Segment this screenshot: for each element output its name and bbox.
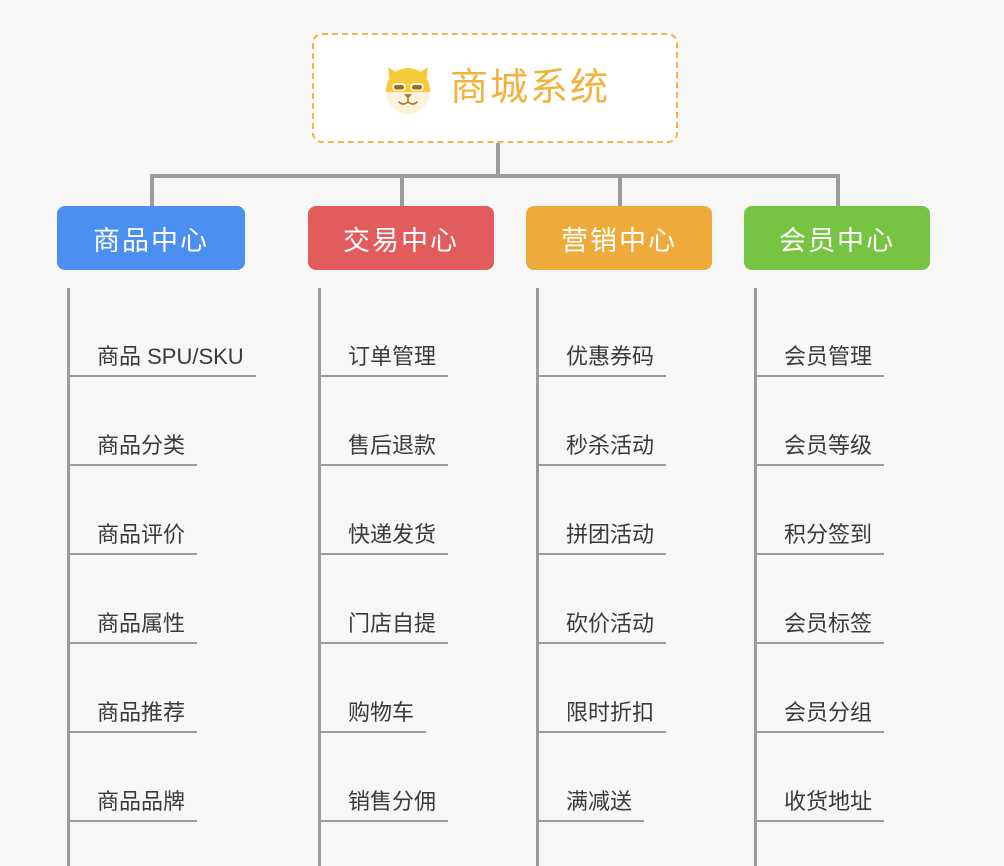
leaf-item[interactable]: 会员等级 (756, 377, 930, 466)
leaf-item[interactable]: 积分签到 (756, 466, 930, 555)
column-spine-3 (536, 288, 539, 866)
leaf-item[interactable]: 商品属性 (69, 555, 245, 644)
leaf-list-1: 商品 SPU/SKU 商品分类 商品评价 商品属性 商品推荐 商品品牌 (57, 288, 256, 866)
leaf-item[interactable]: 商品品牌 (69, 733, 245, 822)
shiba-mascot-icon (385, 67, 430, 114)
leaf-item[interactable]: 砍价活动 (538, 555, 712, 644)
leaf-label: 商品推荐 (69, 700, 198, 733)
category-column-2: 交易中心 订单管理 售后退款 快递发货 门店自提 购物车 销售分佣 (308, 206, 494, 866)
leaf-list-4: 会员管理 会员等级 积分签到 会员标签 会员分组 收货地址 (744, 288, 930, 866)
category-column-3: 营销中心 优惠券码 秒杀活动 拼团活动 砍价活动 限时折扣 满减送 (526, 206, 712, 866)
leaf-item[interactable]: 限时折扣 (538, 644, 712, 733)
leaf-item[interactable]: 快递发货 (320, 466, 494, 555)
leaf-item[interactable]: 商品评价 (69, 466, 245, 555)
leaf-label: 商品属性 (69, 611, 198, 644)
leaf-label: 秒杀活动 (538, 433, 667, 466)
leaf-list-2: 订单管理 售后退款 快递发货 门店自提 购物车 销售分佣 (308, 288, 494, 866)
leaf-label: 商品品牌 (69, 789, 198, 822)
leaf-label: 商品 SPU/SKU (69, 344, 256, 377)
leaf-item[interactable]: 会员分组 (756, 644, 930, 733)
root-node[interactable]: 商城系统 (312, 33, 678, 143)
leaf-item[interactable]: 销售分佣 (320, 733, 494, 822)
leaf-label: 会员分组 (756, 700, 885, 733)
connector-drop-4 (836, 174, 840, 206)
leaf-item[interactable]: 商品 SPU/SKU (69, 288, 256, 377)
category-header-4[interactable]: 会员中心 (744, 206, 930, 270)
connector-drop-1 (150, 174, 154, 206)
category-column-1: 商品中心 商品 SPU/SKU 商品分类 商品评价 商品属性 商品推荐 商品品牌 (57, 206, 256, 866)
leaf-label: 积分签到 (756, 522, 885, 555)
category-header-2[interactable]: 交易中心 (308, 206, 494, 270)
category-column-4: 会员中心 会员管理 会员等级 积分签到 会员标签 会员分组 收货地址 (744, 206, 930, 866)
leaf-label: 门店自提 (320, 611, 449, 644)
leaf-item[interactable]: 售后退款 (320, 377, 494, 466)
column-spine-1 (67, 288, 70, 866)
leaf-label: 限时折扣 (538, 700, 667, 733)
leaf-item[interactable]: 秒杀活动 (538, 377, 712, 466)
leaf-item[interactable]: 会员标签 (756, 555, 930, 644)
leaf-label: 砍价活动 (538, 611, 667, 644)
leaf-label: 购物车 (320, 700, 427, 733)
leaf-item[interactable]: 收货地址 (756, 733, 930, 822)
leaf-label: 满减送 (538, 789, 645, 822)
leaf-item[interactable]: 拼团活动 (538, 466, 712, 555)
leaf-label: 收货地址 (756, 789, 885, 822)
leaf-label: 会员等级 (756, 433, 885, 466)
leaf-list-3: 优惠券码 秒杀活动 拼团活动 砍价活动 限时折扣 满减送 (526, 288, 712, 866)
column-spine-4 (754, 288, 757, 866)
leaf-item[interactable]: 商品推荐 (69, 644, 245, 733)
category-header-1[interactable]: 商品中心 (57, 206, 245, 270)
leaf-item[interactable]: 优惠券码 (538, 288, 712, 377)
leaf-label: 商品分类 (69, 433, 198, 466)
leaf-item[interactable]: 订单管理 (320, 288, 494, 377)
diagram-canvas: 商城系统 商品中心 商品 SPU/SKU 商品分类 商品评价 商品属性 商品推荐… (57, 33, 930, 866)
leaf-label: 快递发货 (320, 522, 449, 555)
leaf-item[interactable]: 会员管理 (756, 288, 930, 377)
leaf-label: 销售分佣 (320, 789, 449, 822)
leaf-label: 售后退款 (320, 433, 449, 466)
leaf-label: 订单管理 (320, 344, 449, 377)
leaf-label: 会员管理 (756, 344, 885, 377)
leaf-item[interactable]: 满减送 (538, 733, 712, 822)
connector-bus (150, 174, 840, 178)
category-header-3[interactable]: 营销中心 (526, 206, 712, 270)
leaf-item[interactable]: 商品分类 (69, 377, 245, 466)
root-title: 商城系统 (449, 67, 610, 109)
column-spine-2 (318, 288, 321, 866)
root-connector-stub (496, 143, 500, 176)
connector-drop-2 (400, 174, 404, 206)
leaf-item[interactable]: 购物车 (320, 644, 494, 733)
leaf-label: 商品评价 (69, 522, 198, 555)
connector-drop-3 (618, 174, 622, 206)
leaf-label: 会员标签 (756, 611, 885, 644)
leaf-label: 拼团活动 (538, 522, 667, 555)
leaf-label: 优惠券码 (538, 344, 667, 377)
leaf-item[interactable]: 门店自提 (320, 555, 494, 644)
